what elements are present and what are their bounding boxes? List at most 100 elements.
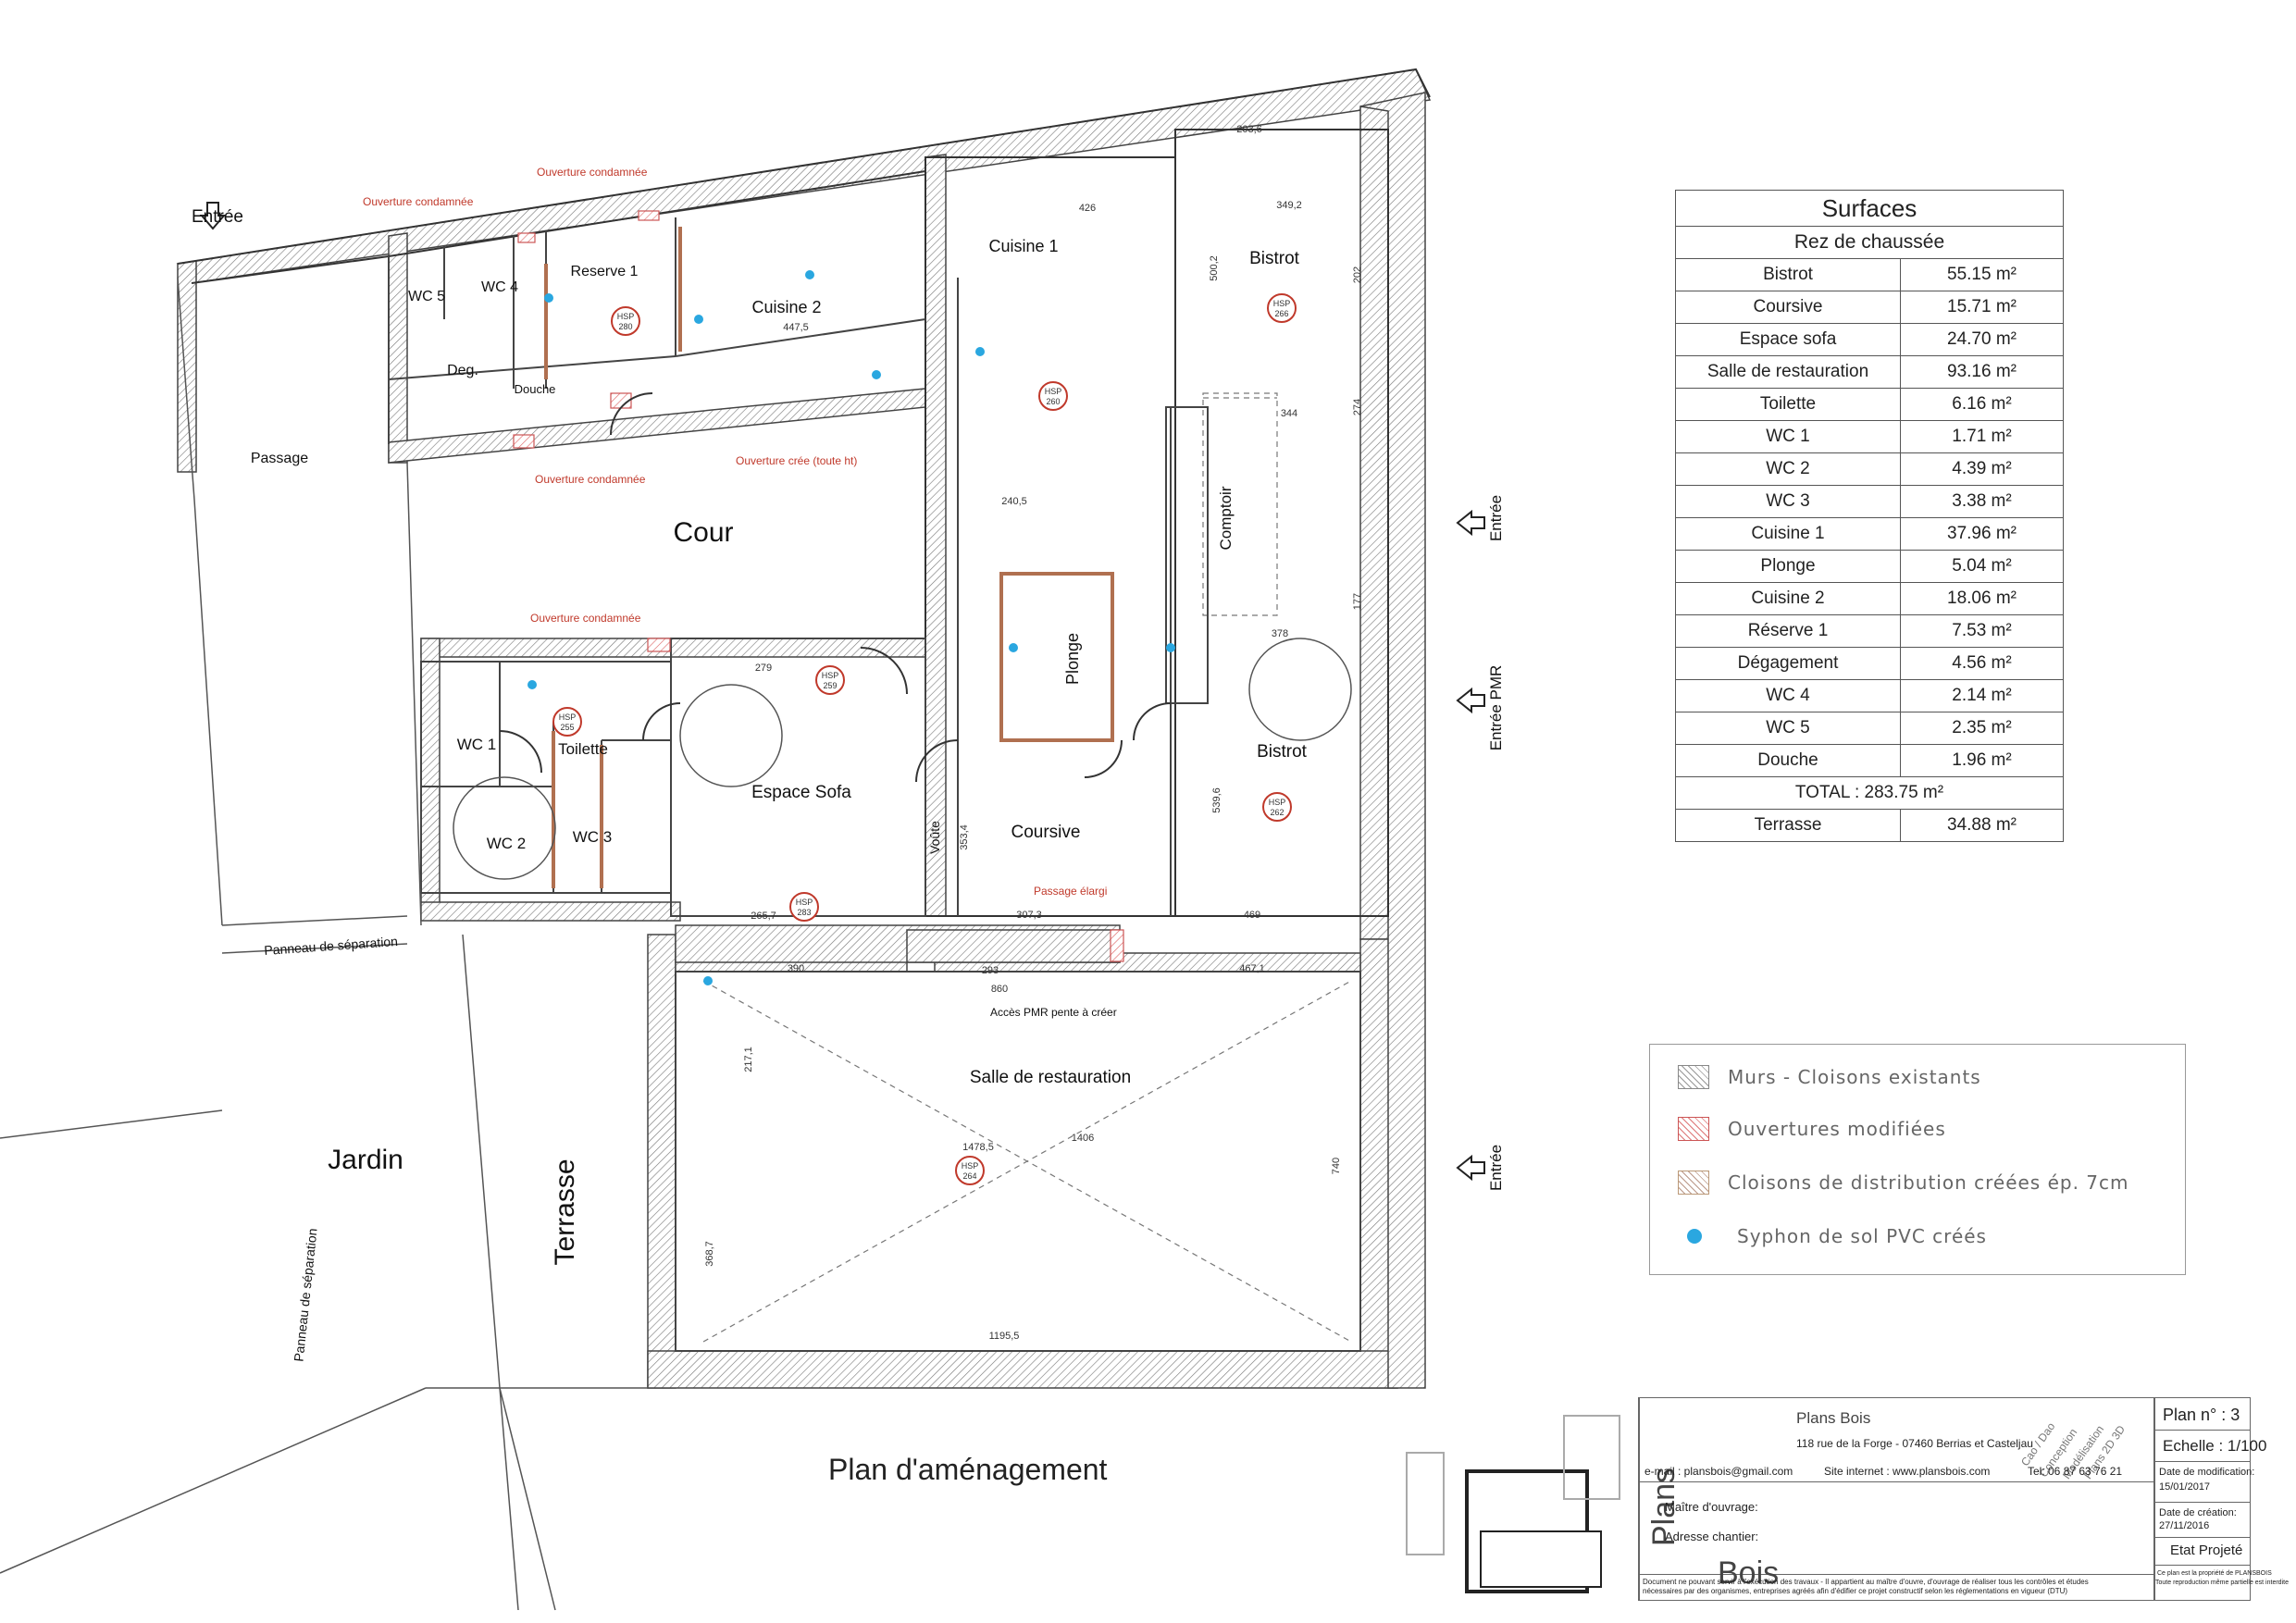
dimension: 426 <box>1079 203 1096 214</box>
dimension: 378 <box>1272 628 1288 639</box>
room-cuisine1: Cuisine 1 <box>988 237 1058 255</box>
room-deg: Deg. <box>447 363 478 378</box>
hatch-swatch-icon <box>1678 1117 1709 1141</box>
hsp-label: HSP <box>822 671 839 680</box>
surface-value: 55.15 m² <box>1900 258 2064 291</box>
surface-name: Cuisine 1 <box>1675 517 1901 551</box>
plans-bois-logo <box>1406 1415 1620 1593</box>
dimension: 274 <box>1352 399 1363 415</box>
surface-name: Réserve 1 <box>1675 614 1901 648</box>
area-terrasse: Terrasse <box>550 1158 580 1265</box>
void-diagonals <box>702 392 1352 1343</box>
surface-name: Coursive <box>1675 291 1901 324</box>
disclaimer: nécessaires par des organismes, entrepri… <box>1643 1587 2068 1595</box>
legend-label: Murs - Cloisons existants <box>1728 1066 1981 1088</box>
hsp-label: HSP <box>796 898 813 907</box>
dimension: 177 <box>1352 593 1363 610</box>
table-row: TOTAL : 283.75 m² <box>1675 776 2064 810</box>
hsp-value: 266 <box>1274 309 1288 318</box>
room-wc2: WC 2 <box>487 835 527 852</box>
surface-name: WC 5 <box>1675 712 1901 745</box>
entrance-label: Entrée <box>1487 1145 1505 1191</box>
site-address-label: Adresse chantier: <box>1665 1530 1759 1543</box>
dimension: 467,1 <box>1239 963 1265 974</box>
dimension: 240,5 <box>1001 496 1027 507</box>
surface-name: WC 1 <box>1675 420 1901 453</box>
hsp-label: HSP <box>559 712 577 722</box>
surface-name: WC 4 <box>1675 679 1901 712</box>
room-bistrot-bottom: Bistrot <box>1257 742 1308 762</box>
panel-label: Panneau de séparation <box>264 934 399 958</box>
surface-name: Toilette <box>1675 388 1901 421</box>
surfaces-title: Surfaces <box>1675 190 2064 227</box>
legend-item: Ouvertures modifiées <box>1678 1115 1946 1143</box>
pmr-circles <box>453 638 1352 880</box>
syphon-markers <box>527 270 1175 985</box>
surface-name: Espace sofa <box>1675 323 1901 356</box>
dimension: 469 <box>1244 910 1260 921</box>
dimension: 279 <box>755 663 772 674</box>
hsp-label: HSP <box>1269 798 1286 807</box>
surface-value: 34.88 m² <box>1900 809 2064 842</box>
legend-label: Syphon de sol PVC créés <box>1737 1225 1987 1247</box>
disclaimer: Document ne pouvant servir à l'exécution… <box>1643 1578 2089 1586</box>
surface-value: 5.04 m² <box>1900 550 2064 583</box>
room-coursive: Coursive <box>1011 823 1081 842</box>
surface-name: Cuisine 2 <box>1675 582 1901 615</box>
dimension: 293 <box>982 965 999 976</box>
dimension: 353,4 <box>959 824 970 850</box>
surfaces-subtitle: Rez de chaussée <box>1675 226 2064 259</box>
annotation-ouverture-condamnee: Ouverture condamnée <box>535 473 646 486</box>
created-date: 27/11/2016 <box>2159 1520 2210 1531</box>
annotation-acces-pmr: Accès PMR pente à créer <box>990 1006 1117 1019</box>
room-toilette: Toilette <box>558 740 608 758</box>
area-voute: Voûte <box>927 821 942 854</box>
surface-name: Salle de restauration <box>1675 355 1901 389</box>
plan-scale: Echelle : 1/100 <box>2163 1437 2267 1455</box>
surface-value: 15.71 m² <box>1900 291 2064 324</box>
hsp-value: 283 <box>797 908 811 917</box>
entrance-label: Entrée <box>1487 495 1505 541</box>
hsp-label: HSP <box>962 1161 979 1171</box>
dimension: 202 <box>1352 266 1363 283</box>
hsp-value: 262 <box>1270 808 1284 817</box>
dimension: 390 <box>788 963 804 974</box>
dimension: 500,2 <box>1209 255 1220 281</box>
surface-value: 2.14 m² <box>1900 679 2064 712</box>
surface-value: 4.39 m² <box>1900 452 2064 486</box>
surface-value: 93.16 m² <box>1900 355 2064 389</box>
area-jardin: Jardin <box>328 1145 403 1175</box>
plan-number: Plan n° : 3 <box>2163 1406 2240 1424</box>
annotation-ouverture-condamnee: Ouverture condamnée <box>537 166 648 179</box>
modified-date-label: Date de modification: <box>2159 1467 2255 1478</box>
dimension: 1195,5 <box>989 1331 1020 1342</box>
dimension: 860 <box>991 984 1008 995</box>
hsp-value: 259 <box>823 681 837 690</box>
surface-value: 6.16 m² <box>1900 388 2064 421</box>
surface-name: WC 3 <box>1675 485 1901 518</box>
room-reserve1: Reserve 1 <box>571 264 639 279</box>
hsp-markers <box>552 293 1297 1185</box>
annotation-ouverture-condamnee: Ouverture condamnée <box>363 195 474 208</box>
door-swings <box>499 392 1172 783</box>
partitions <box>388 217 1361 1352</box>
room-passage: Passage <box>251 451 308 466</box>
legend-item: Cloisons de distribution créées ép. 7cm <box>1678 1169 2129 1196</box>
hsp-label: HSP <box>1273 299 1291 308</box>
room-wc5: WC 5 <box>408 289 445 304</box>
syphon-icon <box>1687 1229 1702 1244</box>
room-bistrot-top: Bistrot <box>1249 249 1300 268</box>
dimension: 740 <box>1331 1158 1342 1174</box>
company-address: 118 rue de la Forge - 07460 Berrias et C… <box>1796 1437 2033 1450</box>
